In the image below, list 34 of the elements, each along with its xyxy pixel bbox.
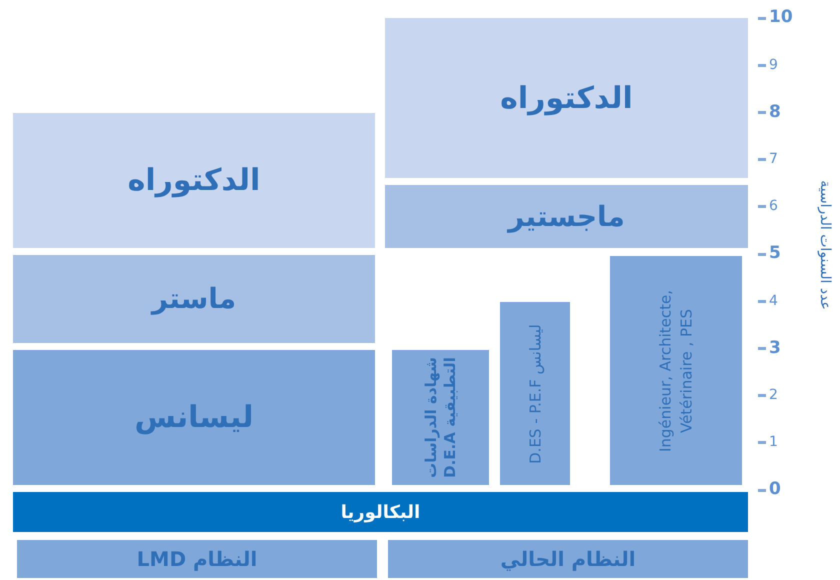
box-label: البكالوريا (340, 500, 420, 524)
tick-label: 9 (769, 56, 778, 75)
tick-label: 5 (769, 242, 781, 266)
axis-title: عدد السنوات الدراسية (816, 180, 834, 310)
box-label: النظام LMD (136, 546, 258, 573)
level-box (13, 350, 375, 485)
level-box (610, 256, 742, 485)
level-box (500, 302, 570, 485)
tick-label: 6 (769, 197, 778, 216)
box-label: D.ES - P.E.F ليسانس (524, 324, 546, 464)
level-box (13, 113, 375, 248)
level-box (13, 492, 748, 532)
level-box (13, 255, 375, 343)
tick-label: 2 (769, 386, 778, 406)
box-label: ماستر (152, 281, 236, 317)
tick-label: 7 (769, 150, 778, 170)
tick-label: 1 (769, 433, 778, 452)
box-label: شهادة الدراسات التطبيقية D.E.A (422, 356, 460, 480)
level-box (17, 540, 377, 578)
level-box (392, 350, 489, 485)
tick-label: 10 (769, 6, 793, 30)
level-box (385, 185, 748, 248)
level-box (385, 18, 748, 178)
tick-label: 0 (769, 478, 781, 502)
tick-label: 4 (769, 292, 778, 311)
tick-label: 3 (769, 336, 781, 360)
box-label: الدكتوراه (128, 162, 260, 200)
tick-label: 8 (769, 100, 781, 124)
box-label: ماجستير (508, 198, 625, 235)
box-label: الدكتوراه (500, 80, 633, 118)
level-box (388, 540, 748, 578)
box-label: النظام الحالي (500, 546, 636, 573)
box-label: Ingénieur, Architecte, Vétérinaire , PES (655, 288, 696, 454)
box-label: ليسانس (134, 399, 254, 437)
